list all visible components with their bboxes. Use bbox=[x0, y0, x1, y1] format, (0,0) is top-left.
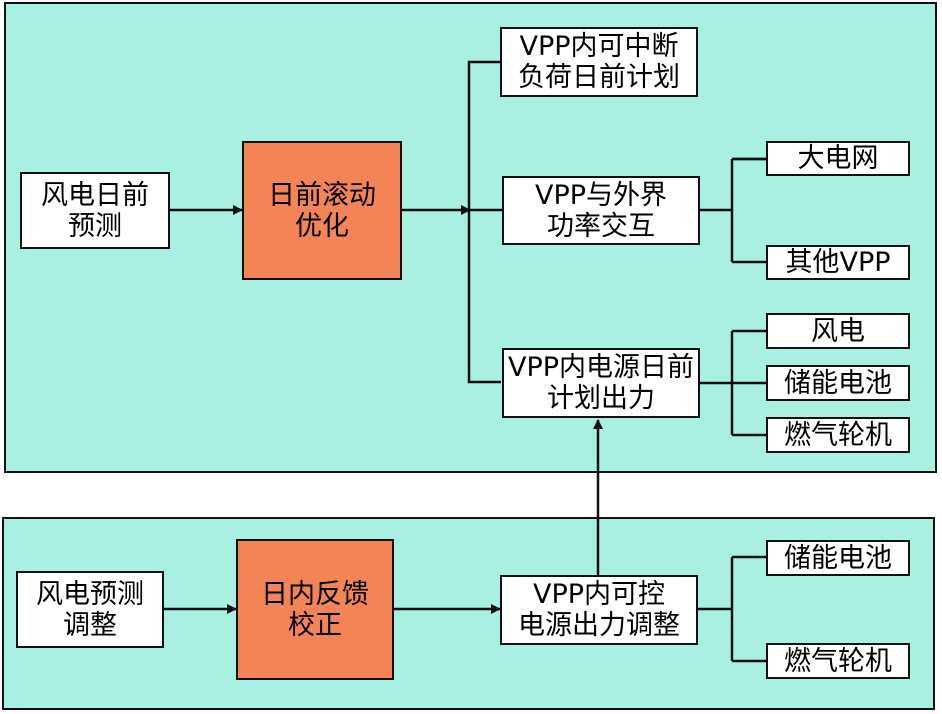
intraday-gas-turbine-box: 燃气轮机 bbox=[766, 643, 910, 679]
wind-adjust-box: 风电预测 调整 bbox=[16, 571, 164, 648]
gas-turbine-box: 燃气轮机 bbox=[766, 417, 910, 453]
intraday-battery-box: 储能电池 bbox=[766, 540, 910, 576]
battery-box: 储能电池 bbox=[766, 365, 910, 401]
other-vpp-box: 其他VPP bbox=[766, 245, 910, 280]
controllable-source-box: VPP内可控 电源出力调整 bbox=[500, 575, 698, 645]
rolling-optimization-box: 日前滚动 优化 bbox=[242, 141, 402, 280]
feedback-correction-box: 日内反馈 校正 bbox=[236, 539, 394, 680]
wind-forecast-box: 风电日前 预测 bbox=[20, 172, 170, 249]
interruptible-load-box: VPP内可中断 负荷日前计划 bbox=[500, 27, 698, 97]
grid-box: 大电网 bbox=[766, 141, 910, 176]
power-exchange-box: VPP与外界 功率交互 bbox=[502, 176, 700, 245]
branch-trunk bbox=[467, 60, 501, 384]
wind-box: 风电 bbox=[766, 313, 910, 349]
source-plan-box: VPP内电源日前 计划出力 bbox=[502, 348, 700, 418]
